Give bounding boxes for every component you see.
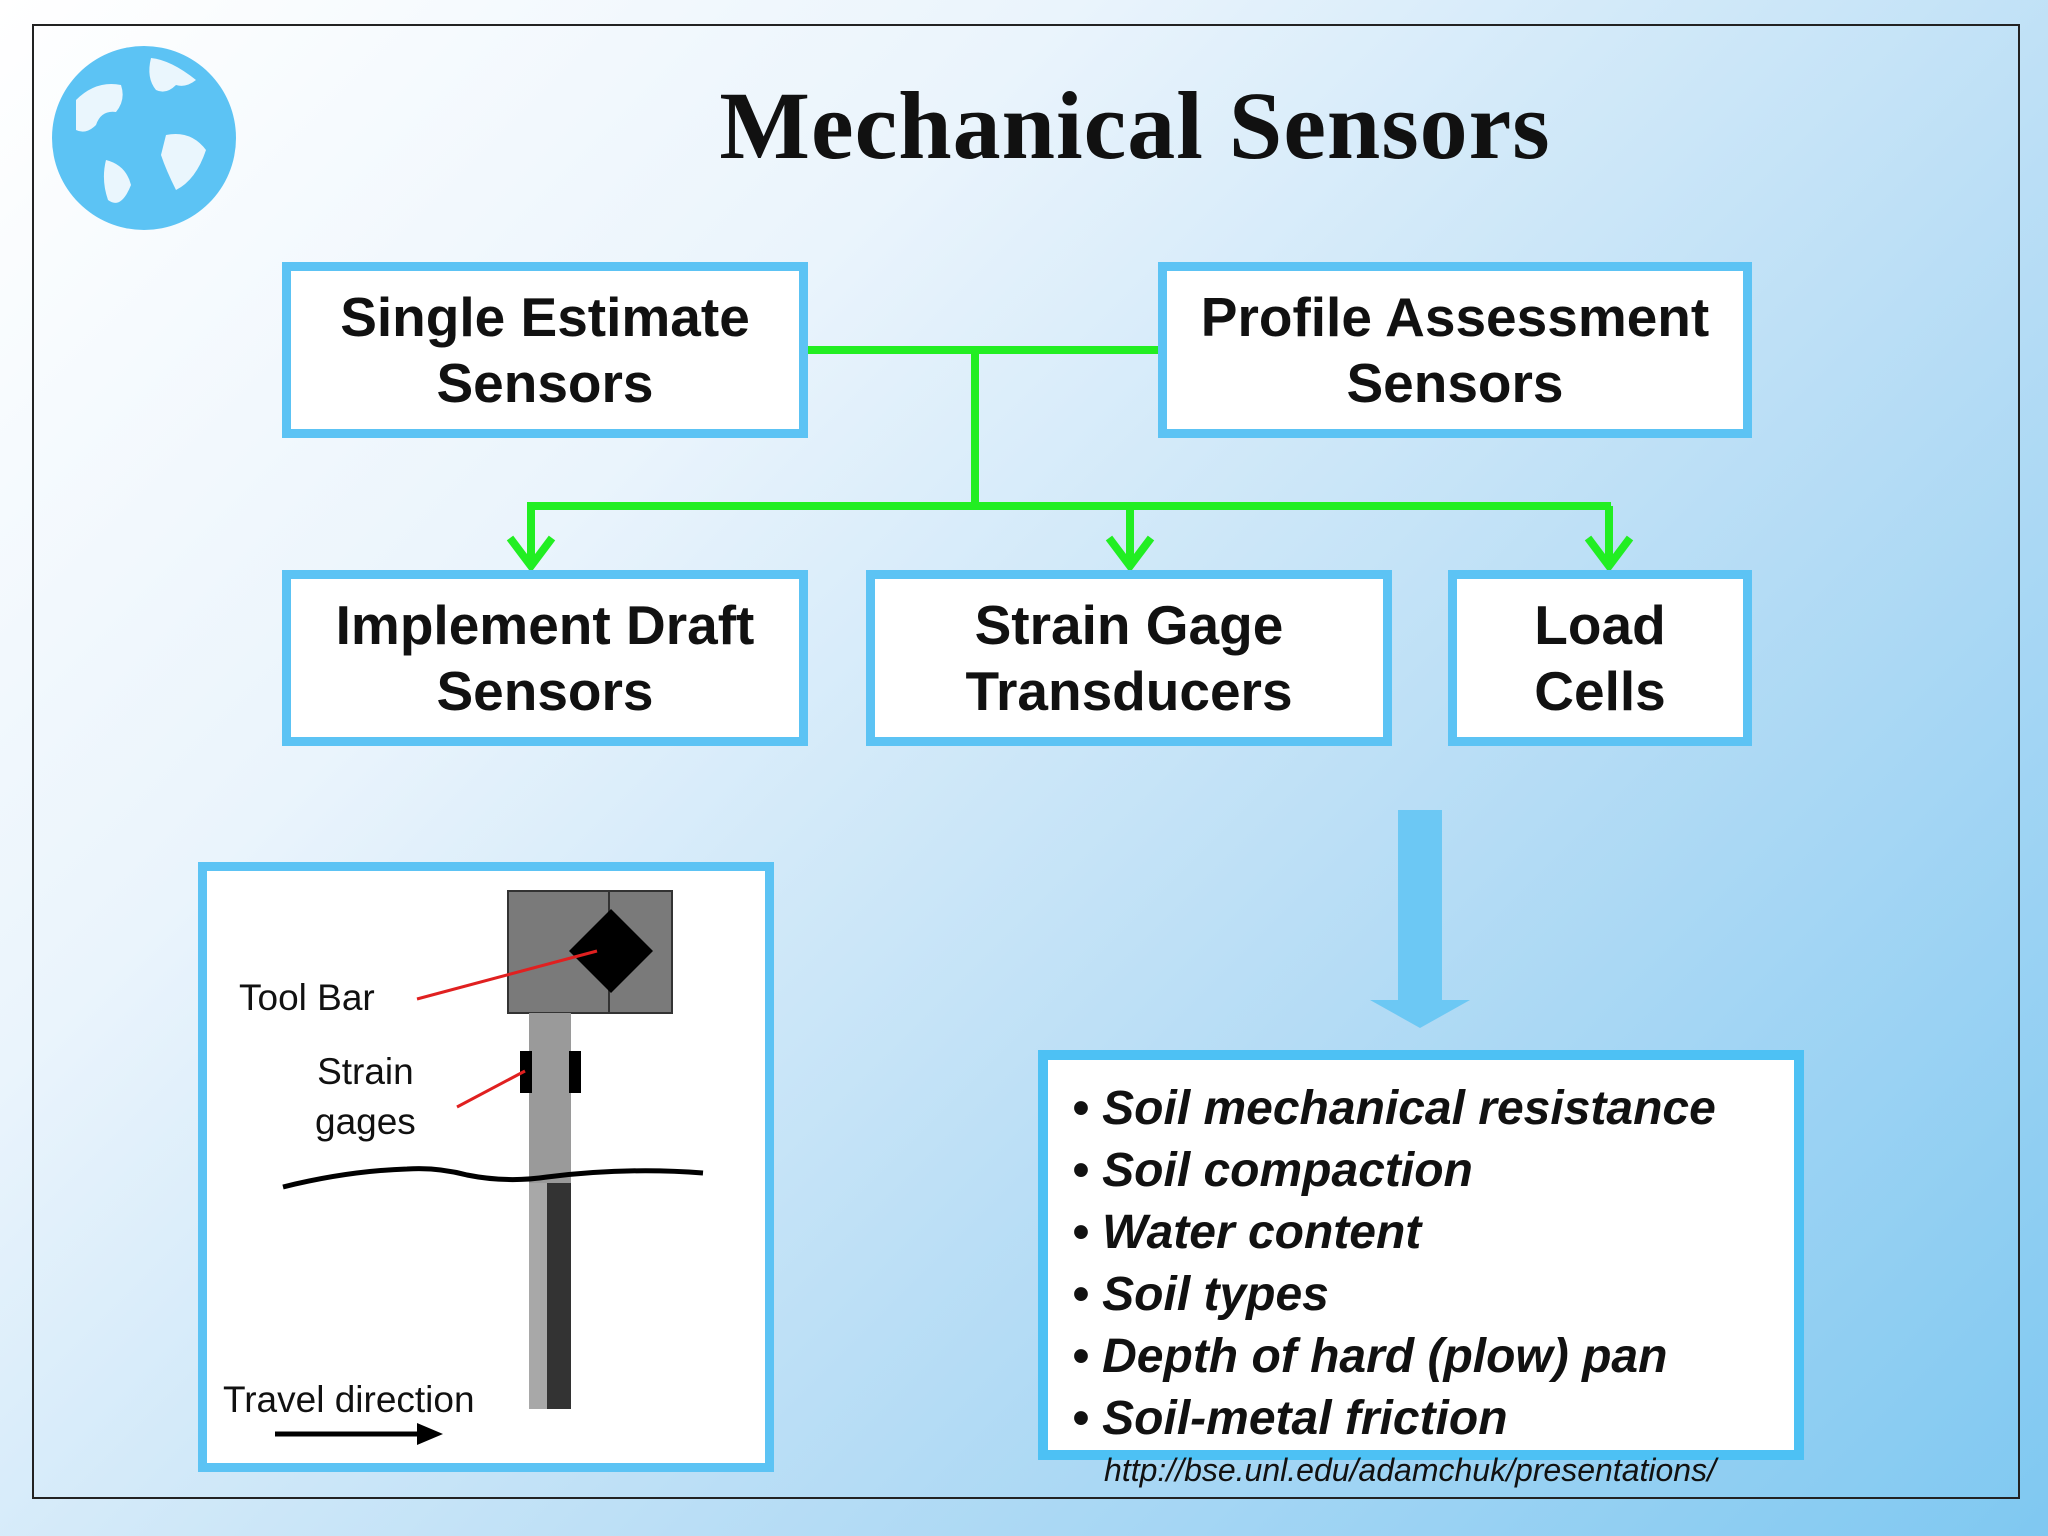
arrowhead-middle [1105, 535, 1155, 573]
list-item: • Soil types [1072, 1268, 1329, 1321]
slide-frame [32, 24, 2020, 1499]
shank-shadow [547, 1183, 571, 1409]
tool-bar-pointer [416, 949, 598, 1001]
list-item: • Soil mechanical resistance [1072, 1082, 1716, 1135]
shank-drawing [275, 890, 704, 1445]
list-item: • Soil-metal friction [1072, 1392, 1508, 1445]
soil-surface-line [282, 1166, 704, 1190]
applications-list: • Soil mechanical resistance • Soil comp… [1038, 1050, 1804, 1460]
strain-gages-pointer [456, 1069, 526, 1109]
tool-bar-label: Tool Bar [239, 977, 375, 1018]
source-url[interactable]: http://bse.unl.edu/adamchuk/presentation… [1104, 1452, 1716, 1488]
travel-direction-label: Travel direction [223, 1379, 475, 1420]
page-title: Mechanical Sensors [719, 72, 1551, 179]
globe-icon [52, 46, 236, 230]
list-item: • Depth of hard (plow) pan [1072, 1330, 1668, 1383]
strain-gage-illustration: Tool Bar Strain gages Travel direction [198, 862, 774, 1472]
strain-gage-left [520, 1051, 532, 1093]
strain-gages-label: Strain gages [315, 1051, 416, 1142]
list-item: • Soil compaction [1072, 1144, 1473, 1197]
tool-bar-diamond [569, 909, 653, 993]
big-down-arrow [1370, 810, 1470, 1028]
arrowhead-left [506, 535, 556, 573]
strain-gage-right [569, 1051, 581, 1093]
arrowhead-right [1584, 535, 1634, 573]
list-item: • Water content [1072, 1206, 1422, 1259]
